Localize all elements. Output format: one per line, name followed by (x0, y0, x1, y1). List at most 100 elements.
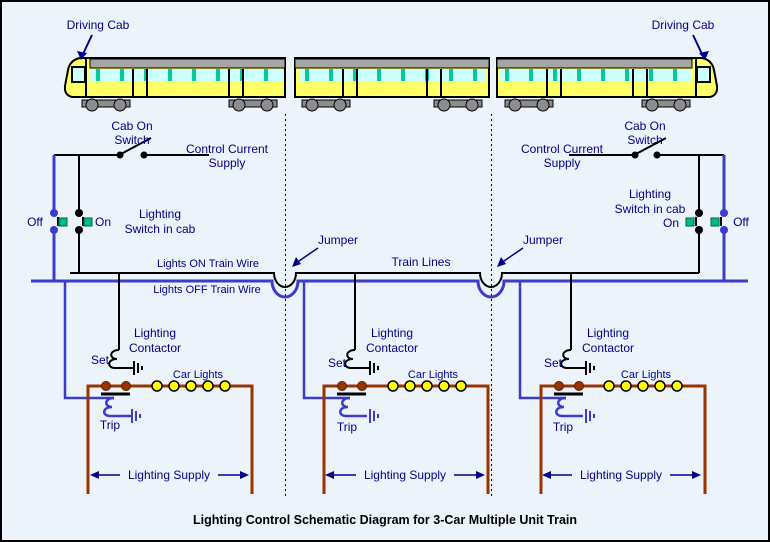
bogie (504, 98, 554, 112)
control-circuit-left (50, 137, 209, 281)
off-label-left: Off (27, 215, 43, 229)
lighting-switch-line2: Switch in cab (124, 222, 196, 236)
lighting-contactor-label: Lighting Contactor (568, 326, 648, 356)
off-label-right: Off (733, 215, 749, 229)
on-label-right: On (662, 216, 679, 230)
contactor-terminal (357, 381, 367, 391)
cab-on-switch-line2: Switch (114, 133, 150, 147)
set-label: Set (327, 356, 346, 370)
on-switch-contact (75, 209, 83, 217)
lighting-switch-label-right: Lighting Switch in cab (605, 187, 695, 217)
contactor-terminal (574, 381, 584, 391)
cab-on-switch-line2: Switch (627, 133, 663, 147)
supply-line2: Supply (543, 156, 581, 170)
contactor-line1: Lighting (586, 326, 630, 340)
on-switch-contact (695, 226, 703, 234)
car-separator-dotted-lines (285, 114, 492, 499)
jumper-label-right: Jumper (522, 233, 563, 247)
cab-on-switch-contact (653, 151, 661, 159)
diagram-title: Lighting Control Schematic Diagram for 3… (192, 513, 578, 527)
on-switch-button (83, 217, 93, 227)
earth-symbol (131, 409, 141, 423)
train-cars (63, 34, 719, 112)
contactor-line1: Lighting (133, 326, 177, 340)
jumper-arrow-right (497, 247, 524, 267)
on-switch-button (685, 217, 695, 227)
cab-on-switch-label-left: Cab On Switch (97, 119, 167, 147)
lights-off-wire-label: Lights OFF Train Wire (153, 284, 261, 296)
off-switch-button (58, 217, 68, 227)
driving-cab-arrow-right (692, 34, 709, 60)
unit-circuit-3 (518, 273, 707, 494)
driving-cab-label-left: Driving Cab (66, 18, 130, 32)
lighting-supply-arrow (542, 471, 701, 479)
lighting-supply-label: Lighting Supply (579, 468, 663, 482)
bogie (433, 98, 483, 112)
unit-circuit-2 (302, 273, 490, 494)
on-switch-contact (75, 226, 83, 234)
lighting-switch-label-left: Lighting Switch in cab (115, 207, 205, 237)
lighting-supply-arrow (325, 471, 485, 479)
train-car-right (496, 57, 719, 112)
earth-symbol (585, 409, 595, 423)
supply-line1: Control Current (520, 142, 604, 156)
off-switch-contact (720, 209, 728, 217)
trip-label: Trip (99, 418, 121, 432)
car-lights-label: Car Lights (172, 369, 224, 381)
unit-circuit-1 (63, 273, 254, 494)
jumper-label-left: Jumper (317, 233, 358, 247)
bogie (301, 98, 351, 112)
control-current-supply-label-right: Control Current Supply (512, 142, 612, 170)
set-coil (108, 349, 133, 369)
earth-symbol (133, 361, 143, 375)
off-switch-contact (50, 209, 58, 217)
lighting-supply-label: Lighting Supply (127, 468, 211, 482)
cab-on-switch-contact (116, 151, 124, 159)
control-current-supply-label-left: Control Current Supply (177, 142, 277, 170)
contactor-terminal (101, 381, 111, 391)
train-lines-label: Train Lines (391, 255, 451, 269)
lighting-switch-line1: Lighting (138, 207, 182, 221)
set-coil (344, 349, 369, 369)
train-car-left (63, 57, 286, 112)
contactor-terminal (337, 381, 347, 391)
car-lights-label: Car Lights (620, 369, 672, 381)
on-switch-contact (695, 209, 703, 217)
bogie (641, 98, 691, 112)
bogie (228, 98, 278, 112)
lighting-supply-arrow (90, 471, 249, 479)
earth-symbol (369, 409, 379, 423)
off-switch-button (710, 217, 720, 227)
jumper-arrow-left (292, 247, 319, 267)
lighting-contactor-label: Lighting Contactor (115, 326, 195, 356)
supply-line2: Supply (208, 156, 246, 170)
lighting-switch-line1: Lighting (628, 187, 672, 201)
on-label-left: On (94, 215, 111, 229)
cab-on-switch-contact (631, 151, 639, 159)
control-circuit-right (569, 137, 728, 281)
car-lights-label: Car Lights (407, 369, 459, 381)
set-label: Set (543, 356, 562, 370)
lights-on-train-wire (70, 272, 699, 288)
cab-on-switch-contact (140, 151, 148, 159)
driving-cab-arrow-left (77, 34, 93, 60)
trip-label: Trip (552, 420, 574, 434)
trip-coil (103, 396, 131, 418)
trip-label: Trip (336, 420, 358, 434)
cab-on-switch-label-right: Cab On Switch (610, 119, 680, 147)
contactor-line1: Lighting (370, 326, 414, 340)
lighting-switch-line2: Switch in cab (614, 202, 686, 216)
cab-on-switch-line1: Cab On (624, 119, 666, 133)
contactor-line2: Contactor (128, 341, 182, 355)
cab-window (71, 66, 86, 83)
earth-symbol (369, 361, 379, 375)
cab-on-switch-line1: Cab On (111, 119, 153, 133)
lighting-contactor-label: Lighting Contactor (352, 326, 432, 356)
set-label: Set (90, 353, 109, 367)
off-switch-contact (50, 226, 58, 234)
lights-off-train-wire (31, 279, 748, 299)
driving-cab-label-right: Driving Cab (651, 18, 715, 32)
contactor-line2: Contactor (365, 341, 419, 355)
